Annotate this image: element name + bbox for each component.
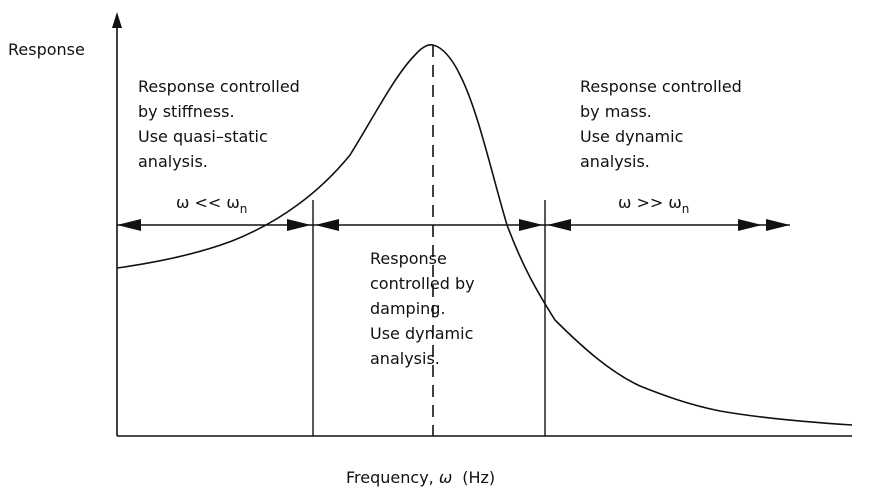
- mass-condition-subscript: n: [682, 202, 690, 216]
- mass-line-2: by mass.: [580, 102, 652, 121]
- mass-line-1: Response controlled: [580, 77, 742, 96]
- arrow-right-region-mid: [738, 219, 762, 231]
- x-axis-label-unit: (Hz): [462, 468, 495, 487]
- arrow-right-region-start: [547, 219, 571, 231]
- stiffness-condition-main: ω << ω: [176, 193, 240, 212]
- x-axis-label-symbol: ω: [439, 468, 452, 487]
- arrow-left-region-end: [287, 219, 311, 231]
- stiffness-line-1: Response controlled: [138, 77, 300, 96]
- damping-region-text: Response controlled by damping. Use dyna…: [370, 249, 475, 368]
- damping-line-2: controlled by: [370, 274, 475, 293]
- damping-line-3: damping.: [370, 299, 446, 318]
- y-axis-label: Response: [8, 40, 85, 59]
- mass-condition-main: ω >> ω: [618, 193, 682, 212]
- stiffness-condition-subscript: n: [240, 202, 248, 216]
- damping-line-4: Use dynamic: [370, 324, 473, 343]
- stiffness-condition: ω << ωn: [176, 193, 247, 216]
- stiffness-line-3: Use quasi–static: [138, 127, 268, 146]
- stiffness-line-4: analysis.: [138, 152, 208, 171]
- stiffness-line-2: by stiffness.: [138, 102, 235, 121]
- arrow-mid-region-start: [315, 219, 339, 231]
- arrow-left-region-start: [117, 219, 141, 231]
- arrow-mid-region-end: [519, 219, 543, 231]
- y-axis-arrowhead: [112, 12, 122, 28]
- stiffness-region-text: Response controlled by stiffness. Use qu…: [138, 77, 300, 171]
- damping-line-5: analysis.: [370, 349, 440, 368]
- mass-line-3: Use dynamic: [580, 127, 683, 146]
- damping-line-1: Response: [370, 249, 447, 268]
- response-curve: [116, 44, 853, 426]
- mass-line-4: analysis.: [580, 152, 650, 171]
- x-axis-label: Frequency, ω (Hz): [346, 468, 495, 487]
- x-axis-label-prefix: Frequency,: [346, 468, 439, 487]
- mass-region-text: Response controlled by mass. Use dynamic…: [580, 77, 742, 171]
- mass-condition: ω >> ωn: [618, 193, 689, 216]
- arrow-right-region-end: [766, 219, 790, 231]
